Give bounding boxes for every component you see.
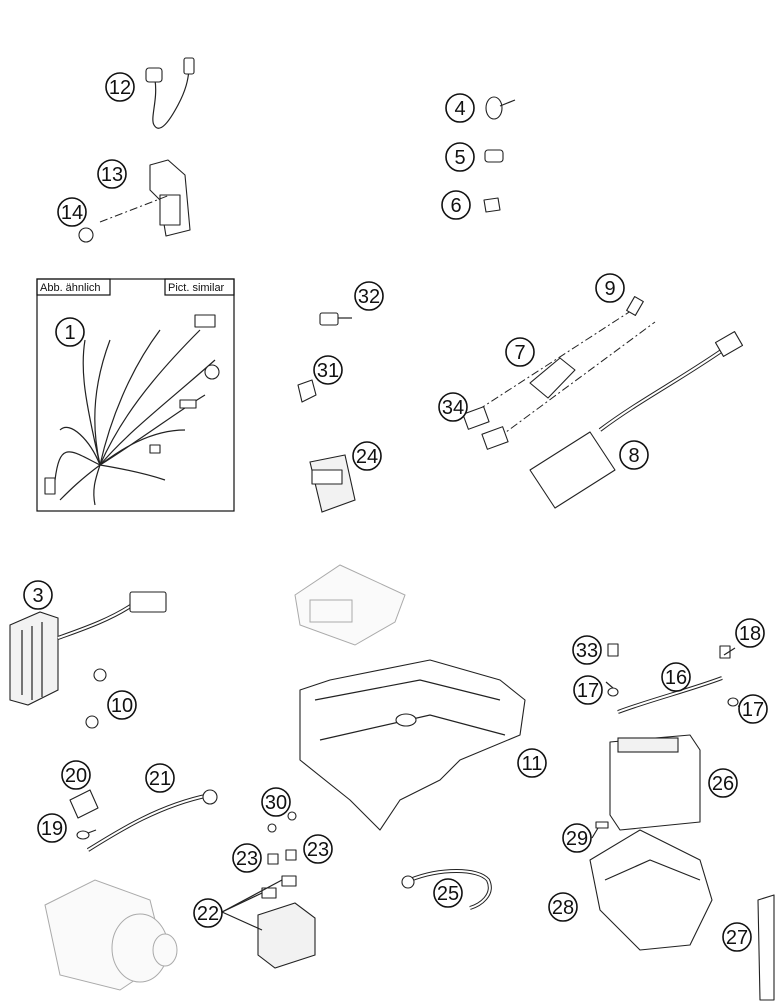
callout-12: 12 [105, 72, 135, 102]
callout-number: 16 [665, 667, 687, 689]
callout-23: 23 [303, 834, 333, 864]
callout-23: 23 [232, 843, 262, 873]
callout-8: 8 [619, 440, 649, 470]
callout-number: 26 [712, 773, 734, 795]
callout-number: 7 [514, 342, 525, 364]
callout-number: 17 [577, 680, 599, 702]
callout-number: 8 [628, 445, 639, 467]
callout-number: 5 [454, 147, 465, 169]
callout-3: 3 [23, 580, 53, 610]
callout-5: 5 [445, 142, 475, 172]
callout-number: 9 [604, 278, 615, 300]
callout-number: 21 [149, 768, 171, 790]
battery [609, 734, 701, 831]
callout-25: 25 [433, 878, 463, 908]
starter-relay-fuses [221, 811, 316, 969]
ignition-switch-assembly [78, 57, 195, 243]
wiring-harness-frame [36, 278, 235, 512]
callout-number: 19 [41, 818, 63, 840]
callout-number: 22 [197, 903, 219, 925]
callout-number: 29 [566, 828, 588, 850]
callout-17: 17 [573, 675, 603, 705]
relay-bracket-assembly [462, 296, 744, 509]
battery-cable-hardware [607, 643, 739, 714]
battery-tray [299, 659, 526, 831]
ground-cable [401, 869, 492, 910]
callout-number: 34 [442, 397, 464, 419]
callout-14: 14 [57, 197, 87, 227]
callout-number: 23 [236, 848, 258, 870]
callout-11: 11 [517, 748, 547, 778]
callout-22: 22 [193, 898, 223, 928]
callout-number: 31 [317, 360, 339, 382]
clips-group [483, 96, 516, 213]
callout-number: 14 [61, 202, 83, 224]
callout-number: 6 [450, 195, 461, 217]
battery-holder [589, 821, 713, 951]
callout-number: 32 [358, 286, 380, 308]
callout-number: 30 [265, 792, 287, 814]
callout-7: 7 [505, 337, 535, 367]
harness-label-right: Pict. similar [168, 282, 225, 294]
callout-13: 13 [97, 159, 127, 189]
callout-26: 26 [708, 768, 738, 798]
callout-number: 10 [111, 695, 133, 717]
callout-30: 30 [261, 787, 291, 817]
voltage-regulator [9, 591, 167, 729]
callout-32: 32 [354, 281, 384, 311]
callout-24: 24 [352, 441, 382, 471]
callout-number: 17 [742, 699, 764, 721]
callout-number: 12 [109, 77, 131, 99]
callout-17: 17 [738, 694, 768, 724]
callout-19: 19 [37, 813, 67, 843]
callout-29: 29 [562, 823, 592, 853]
callout-number: 20 [65, 765, 87, 787]
callout-21: 21 [145, 763, 175, 793]
callout-number: 28 [552, 897, 574, 919]
callout-number: 3 [32, 585, 43, 607]
callout-10: 10 [107, 690, 137, 720]
starter-motor [44, 879, 178, 991]
harness-label-left: Abb. ähnlich [40, 282, 101, 294]
connectors-group [297, 312, 356, 513]
callout-18: 18 [735, 618, 765, 648]
callout-number: 4 [454, 98, 465, 120]
starter-cable [69, 789, 218, 852]
ecu-ghost [294, 564, 406, 646]
callout-number: 18 [739, 623, 761, 645]
cable-tie [757, 894, 775, 1001]
callout-33: 33 [572, 635, 602, 665]
callout-20: 20 [61, 760, 91, 790]
wiring-harness-drawing [44, 314, 220, 506]
callout-number: 33 [576, 640, 598, 662]
callout-number: 1 [64, 322, 75, 344]
callout-16: 16 [661, 662, 691, 692]
callout-27: 27 [722, 922, 752, 952]
callout-9: 9 [595, 273, 625, 303]
callout-number: 25 [437, 883, 459, 905]
callout-4: 4 [445, 93, 475, 123]
callout-6: 6 [441, 190, 471, 220]
callout-number: 13 [101, 164, 123, 186]
callout-number: 23 [307, 839, 329, 861]
callout-31: 31 [313, 355, 343, 385]
callout-number: 11 [522, 753, 543, 775]
callout-number: 24 [356, 446, 378, 468]
callout-1: 1 [55, 317, 85, 347]
callout-28: 28 [548, 892, 578, 922]
callout-number: 27 [726, 927, 748, 949]
callout-34: 34 [438, 392, 468, 422]
